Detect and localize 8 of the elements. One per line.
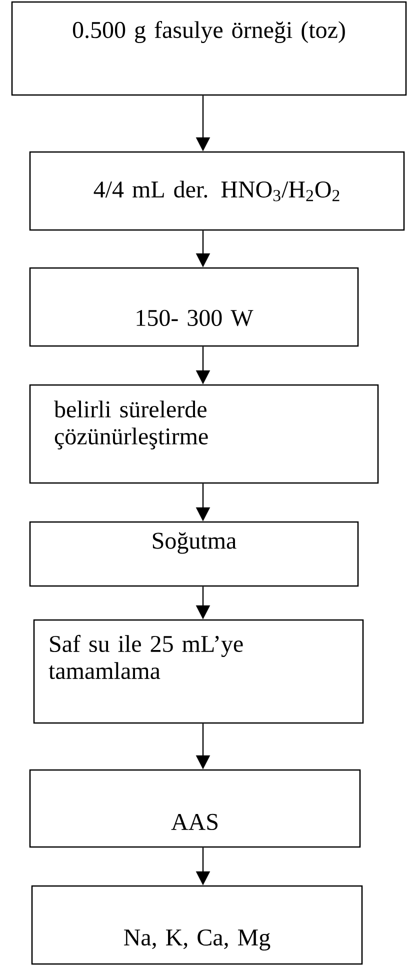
process-box: 0.500 g fasulye örneği (toz) [11,1,407,96]
process-box: Saf su ile 25 mL’ye tamamlama [33,619,364,724]
process-box: Na, K, Ca, Mg [31,885,363,965]
process-box: 4/4 mL der. HNO$_{3}$/H$_{2}$O$_{2}$ [29,151,405,231]
process-box: 150- 300 W [29,267,359,347]
process-box: AAS [29,769,361,848]
process-box: belirli sürelerde çözünürleştirme [29,384,379,484]
process-box: Soğutma [29,521,359,587]
